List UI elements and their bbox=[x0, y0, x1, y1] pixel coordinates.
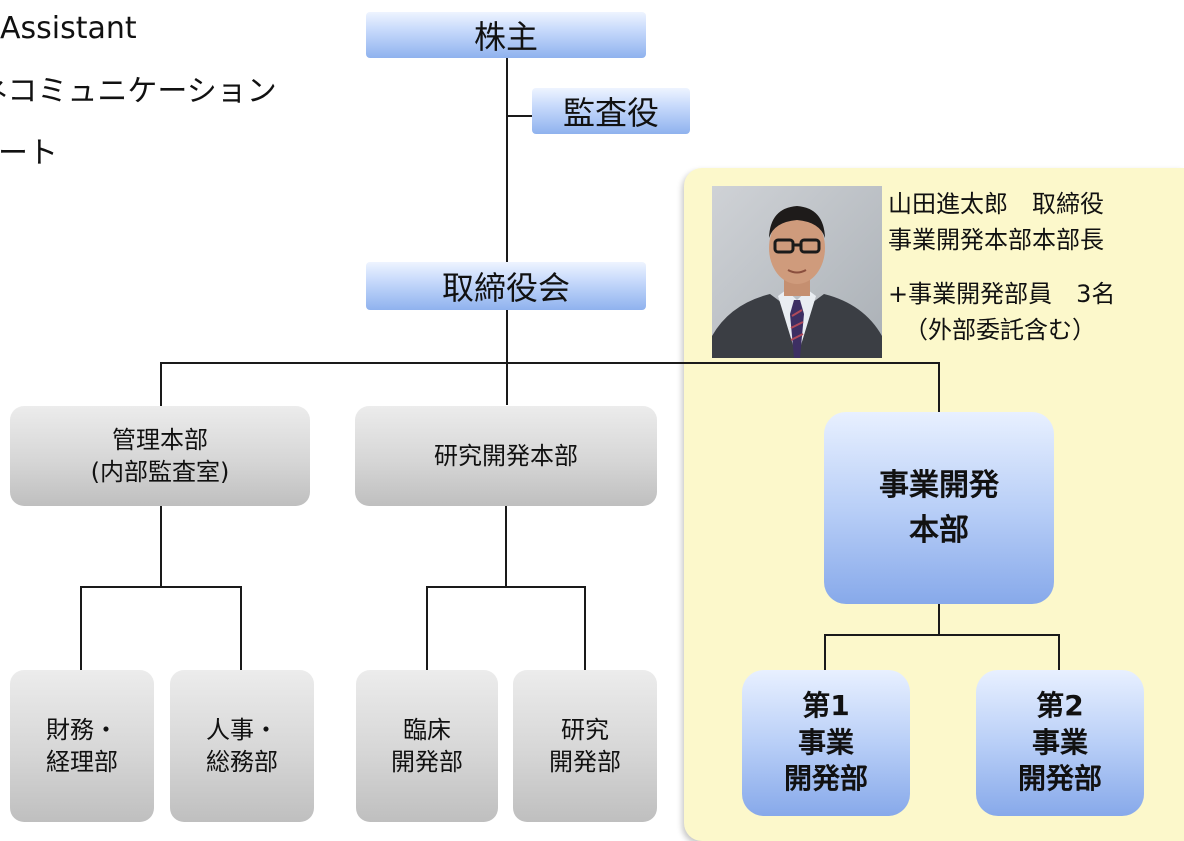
connector-to-research bbox=[584, 586, 586, 670]
cutoff-text-line-3: ート bbox=[0, 136, 58, 171]
bizdev-division-label-line-2: 本部 bbox=[909, 513, 969, 548]
cutoff-text-line-2: ネコミュニケーション bbox=[0, 74, 277, 109]
connector-admin-down bbox=[160, 506, 162, 586]
bizdev1-dept-label-line-3: 開発部 bbox=[783, 762, 868, 796]
auditor-box: 監査役 bbox=[532, 88, 690, 134]
connector-board-departments bbox=[506, 310, 508, 405]
finance-dept-box: 財務・ 経理部 bbox=[10, 670, 154, 822]
connector-to-hr bbox=[240, 586, 242, 670]
bizdev-staff-note: （外部委託含む） bbox=[904, 316, 1096, 344]
connector-to-clinical bbox=[426, 586, 428, 670]
bizdev1-dept-box: 第1 事業 開発部 bbox=[742, 670, 910, 816]
connector-to-bizdev1 bbox=[824, 634, 826, 670]
bizdev-division-label-line-1: 事業開発 bbox=[879, 468, 999, 503]
clinical-dept-label-line-1: 臨床 bbox=[403, 715, 451, 744]
bizdev1-dept-label-line-2: 事業 bbox=[797, 725, 854, 759]
clinical-dept-box: 臨床 開発部 bbox=[356, 670, 498, 822]
connector-to-bizdev bbox=[938, 362, 940, 412]
executive-portrait-photo bbox=[712, 186, 882, 358]
bizdev-staff-count: +事業開発部員 3名 bbox=[888, 280, 1116, 308]
shareholders-box: 株主 bbox=[366, 12, 646, 58]
connector-to-finance bbox=[80, 586, 82, 670]
hr-dept-label-line-1: 人事・ bbox=[206, 715, 278, 744]
connector-bizdev-down bbox=[938, 604, 940, 634]
bizdev2-dept-label-line-1: 第2 bbox=[1036, 689, 1084, 723]
board-box: 取締役会 bbox=[366, 262, 646, 310]
connector-department-bus bbox=[160, 362, 940, 364]
executive-role: 事業開発本部本部長 bbox=[888, 226, 1104, 254]
admin-division-box: 管理本部 (内部監査室) bbox=[10, 406, 310, 506]
connector-admin-bus bbox=[80, 586, 242, 588]
bizdev-division-box: 事業開発 本部 bbox=[824, 412, 1054, 604]
cutoff-text-line-1: Assistant bbox=[0, 11, 137, 46]
admin-division-sublabel: (内部監査室) bbox=[90, 458, 230, 486]
connector-rnd-down bbox=[505, 506, 507, 586]
connector-rnd-bus bbox=[426, 586, 586, 588]
research-dept-label-line-1: 研究 bbox=[561, 715, 609, 744]
hr-dept-box: 人事・ 総務部 bbox=[170, 670, 314, 822]
bizdev2-dept-box: 第2 事業 開発部 bbox=[976, 670, 1144, 816]
hr-dept-label-line-2: 総務部 bbox=[206, 748, 278, 776]
clinical-dept-label-line-2: 開発部 bbox=[391, 748, 463, 776]
bizdev2-dept-label-line-3: 開発部 bbox=[1017, 762, 1102, 796]
connector-to-admin bbox=[160, 362, 162, 406]
finance-dept-label-line-2: 経理部 bbox=[46, 748, 118, 776]
admin-division-label: 管理本部 bbox=[112, 425, 208, 454]
executive-name-title: 山田進太郎 取締役 bbox=[888, 190, 1104, 218]
research-dept-label-line-2: 開発部 bbox=[549, 748, 621, 776]
connector-auditor bbox=[506, 115, 532, 117]
connector-shareholders-board bbox=[506, 58, 508, 262]
connector-to-bizdev2 bbox=[1058, 634, 1060, 670]
research-dept-box: 研究 開発部 bbox=[513, 670, 657, 822]
finance-dept-label-line-1: 財務・ bbox=[46, 715, 118, 744]
connector-bizdev-bus bbox=[824, 634, 1060, 636]
bizdev2-dept-label-line-2: 事業 bbox=[1031, 725, 1088, 759]
bizdev1-dept-label-line-1: 第1 bbox=[802, 689, 850, 723]
rnd-division-label: 研究開発本部 bbox=[434, 441, 578, 470]
rnd-division-box: 研究開発本部 bbox=[355, 406, 657, 506]
